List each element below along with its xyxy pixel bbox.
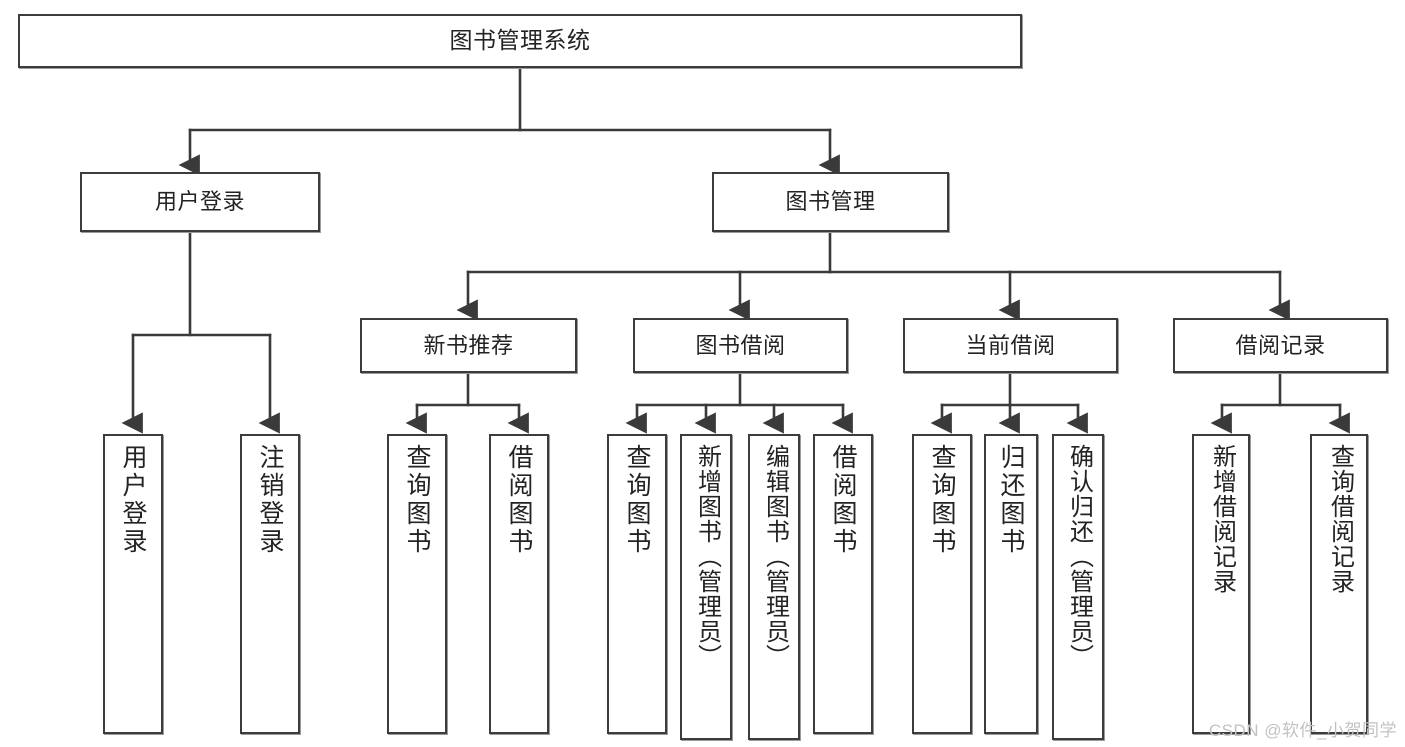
- watermark-csdn: CSDN @软件_小贺同学: [1208, 721, 1397, 740]
- node-label: 用户登录: [154, 189, 245, 215]
- node-leaf-borrow-book[interactable]: 借阅图书: [813, 434, 873, 734]
- node-label: 查询图书: [928, 444, 956, 556]
- node-root-book-management-system[interactable]: 图书管理系统: [18, 14, 1022, 68]
- node-label: 新增借阅记录: [1208, 444, 1236, 594]
- node-label: 查询借阅记录: [1326, 444, 1354, 594]
- node-user-login[interactable]: 用户登录: [80, 172, 320, 232]
- node-leaf-edit-book-admin[interactable]: 编辑图书（管理员）: [748, 434, 800, 740]
- node-leaf-query-book-recommend[interactable]: 查询图书: [387, 434, 447, 734]
- node-leaf-query-borrow-record[interactable]: 查询借阅记录: [1310, 434, 1368, 734]
- node-label: 查询图书: [623, 444, 651, 556]
- node-book-management[interactable]: 图书管理: [712, 172, 949, 232]
- node-leaf-borrow-book-recommend[interactable]: 借阅图书: [489, 434, 549, 734]
- node-current-borrow[interactable]: 当前借阅: [903, 318, 1118, 373]
- node-label: 借阅图书: [829, 444, 857, 556]
- node-book-borrow[interactable]: 图书借阅: [633, 318, 848, 373]
- node-label: 注销登录: [256, 444, 284, 556]
- node-borrow-record[interactable]: 借阅记录: [1173, 318, 1388, 373]
- node-leaf-query-book-current[interactable]: 查询图书: [912, 434, 972, 734]
- node-label: 图书借阅: [695, 332, 786, 358]
- node-leaf-add-book-admin[interactable]: 新增图书（管理员）: [680, 434, 732, 740]
- node-label: 确认归还（管理员）: [1065, 444, 1093, 669]
- node-label: 新增图书（管理员）: [693, 444, 721, 669]
- node-leaf-return-book[interactable]: 归还图书: [984, 434, 1038, 734]
- node-label: 查询图书: [403, 444, 431, 556]
- node-label: 借阅记录: [1235, 332, 1326, 358]
- node-leaf-confirm-return-admin[interactable]: 确认归还（管理员）: [1052, 434, 1104, 740]
- node-label: 图书管理系统: [449, 27, 591, 54]
- node-leaf-user-login[interactable]: 用户登录: [103, 434, 163, 734]
- node-leaf-query-book-borrow[interactable]: 查询图书: [607, 434, 667, 734]
- node-leaf-add-borrow-record[interactable]: 新增借阅记录: [1192, 434, 1250, 734]
- node-label: 归还图书: [997, 444, 1025, 556]
- node-label: 借阅图书: [505, 444, 533, 556]
- node-label: 图书管理: [785, 189, 876, 215]
- node-label: 用户登录: [119, 444, 147, 556]
- node-label: 编辑图书（管理员）: [761, 444, 789, 669]
- node-leaf-logout[interactable]: 注销登录: [240, 434, 300, 734]
- node-label: 新书推荐: [423, 332, 514, 358]
- node-label: 当前借阅: [965, 332, 1056, 358]
- node-new-book-recommend[interactable]: 新书推荐: [360, 318, 577, 373]
